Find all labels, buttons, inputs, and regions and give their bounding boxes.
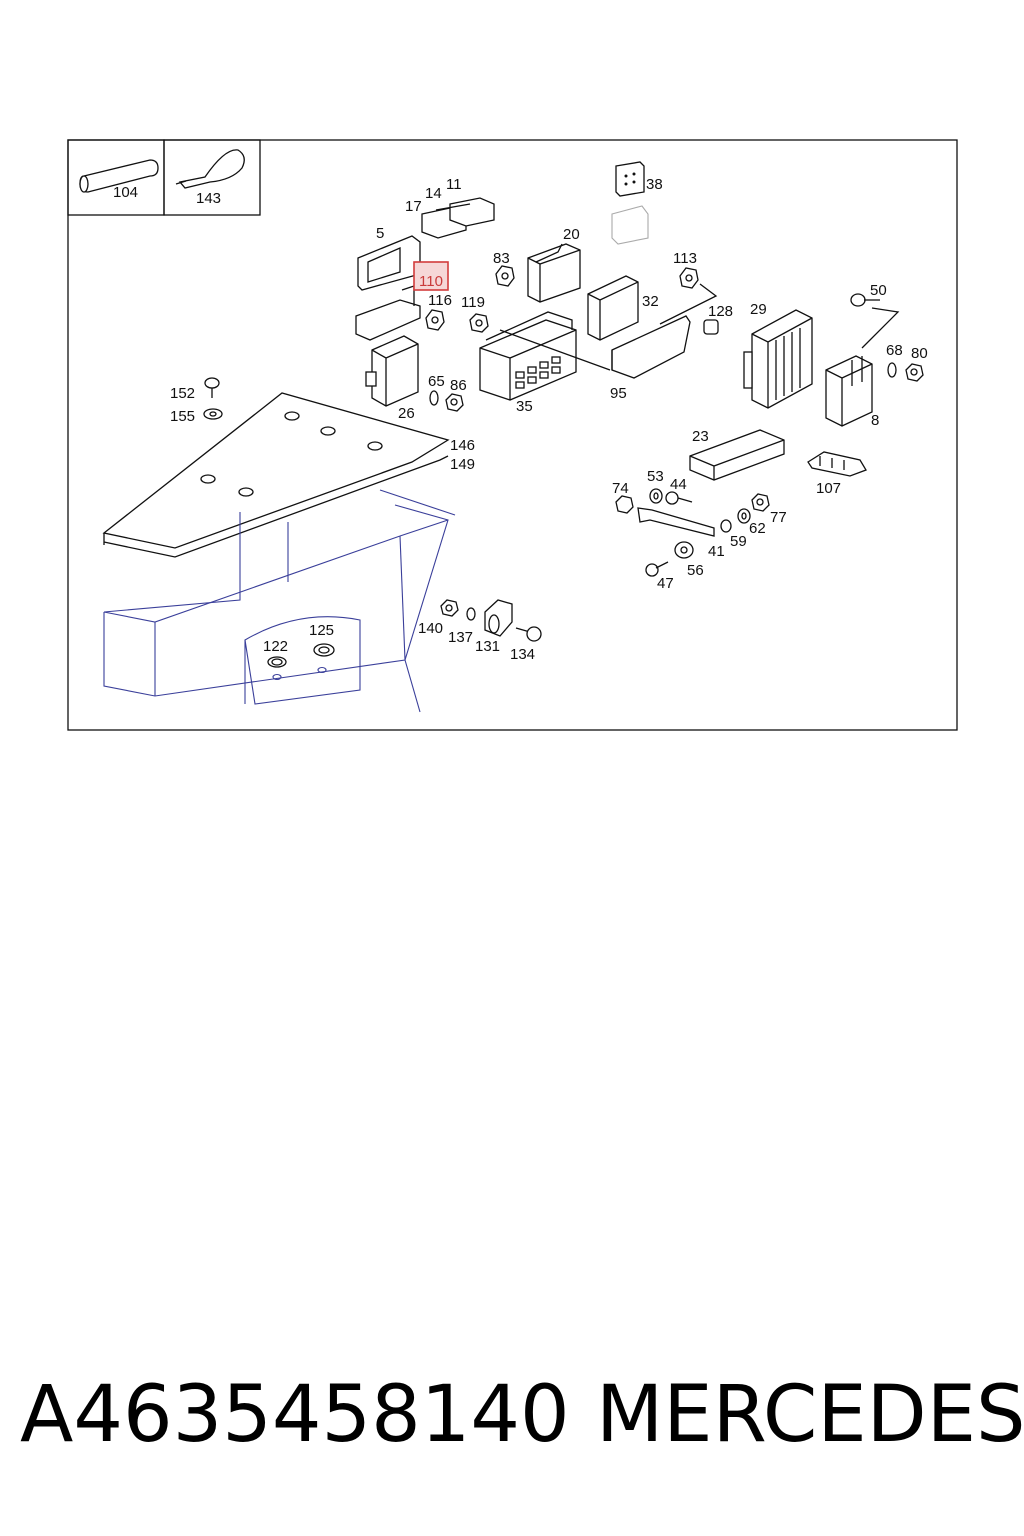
callout-68: 68	[886, 342, 903, 359]
strap-41	[637, 507, 715, 537]
nut-86	[445, 393, 464, 412]
clip-68	[887, 362, 897, 378]
floor-plate	[102, 392, 450, 558]
exploded-view-drawing: 104 143 38 11 14 17 5 110 116 20 83 119 …	[67, 139, 958, 731]
callout-59: 59	[730, 533, 747, 550]
highlight-box-110	[413, 261, 449, 291]
callout-62: 62	[749, 520, 766, 537]
callout-125: 125	[309, 622, 334, 639]
connector-38	[611, 161, 649, 245]
callout-104: 104	[113, 184, 138, 201]
grommet-125	[313, 643, 335, 657]
callout-47: 47	[657, 575, 674, 592]
nut-80	[905, 363, 924, 382]
callout-11: 11	[446, 176, 462, 193]
callout-5: 5	[376, 225, 384, 242]
callout-29: 29	[750, 301, 767, 318]
clamp-131	[484, 599, 513, 637]
callout-131: 131	[475, 638, 500, 655]
screw-74	[615, 495, 634, 514]
washer-56	[674, 541, 694, 559]
module-20	[527, 243, 581, 303]
callout-137: 137	[448, 629, 473, 646]
washer-155	[203, 408, 223, 420]
callout-56: 56	[687, 562, 704, 579]
grommet-122	[267, 656, 287, 668]
callout-155: 155	[170, 408, 195, 425]
callout-32: 32	[642, 293, 659, 310]
washer-62	[737, 508, 751, 524]
callout-23: 23	[692, 428, 709, 445]
callout-14: 14	[425, 185, 442, 202]
callout-107: 107	[816, 480, 841, 497]
nut-116	[425, 309, 445, 331]
nut-113	[659, 267, 718, 325]
callout-35: 35	[516, 398, 533, 415]
brand-name: MERCEDES	[596, 1370, 1024, 1460]
footer-caption: A4635458140 MERCEDES	[0, 1370, 1024, 1470]
callout-77: 77	[770, 509, 787, 526]
callout-116: 116	[428, 292, 452, 309]
callout-119: 119	[461, 294, 485, 311]
callout-143: 143	[196, 190, 221, 207]
callout-50: 50	[870, 282, 887, 299]
callout-110: 110	[419, 273, 443, 290]
module-8	[825, 355, 873, 427]
nut-77	[751, 493, 770, 512]
screw-44	[665, 491, 693, 505]
washer-59	[720, 519, 732, 533]
spacer-128	[703, 319, 719, 335]
inset-box-143	[163, 139, 261, 216]
callout-53: 53	[647, 468, 664, 485]
module-32	[587, 275, 639, 341]
callout-122: 122	[263, 638, 288, 655]
diagram-frame	[67, 139, 958, 731]
control-unit-29	[743, 309, 813, 409]
parts-diagram: 104 143 38 11 14 17 5 110 116 20 83 119 …	[0, 0, 1024, 760]
nut-140	[440, 599, 459, 617]
callout-20: 20	[563, 226, 580, 243]
callout-86: 86	[450, 377, 467, 394]
cable-tie-part	[175, 149, 245, 189]
callout-134: 134	[510, 646, 535, 663]
callout-146: 146	[450, 437, 475, 454]
connector-107	[807, 451, 867, 477]
callout-80: 80	[911, 345, 928, 362]
screw-47	[645, 561, 669, 577]
relay-26	[365, 335, 419, 407]
callout-140: 140	[418, 620, 443, 637]
callout-44: 44	[670, 476, 687, 493]
callout-113: 113	[673, 250, 697, 267]
callout-74: 74	[612, 480, 629, 497]
callout-65: 65	[428, 373, 445, 390]
housing-structure	[103, 489, 456, 713]
callout-41: 41	[708, 543, 725, 560]
nut-83	[495, 265, 515, 287]
fuse-box-35	[479, 311, 611, 401]
callout-26: 26	[398, 405, 415, 422]
bolt-134	[515, 626, 542, 642]
washer-137	[466, 607, 476, 621]
nut-119	[469, 313, 489, 333]
relay-cluster-11-14-17	[421, 197, 495, 239]
callout-8: 8	[871, 412, 879, 429]
bracket-95	[611, 315, 691, 379]
screw-152	[204, 377, 220, 398]
callout-83: 83	[493, 250, 510, 267]
callout-38: 38	[646, 176, 663, 193]
callout-17: 17	[405, 198, 422, 215]
callout-152: 152	[170, 385, 195, 402]
callout-labels: 104 143 38 11 14 17 5 110 116 20 83 119 …	[113, 176, 928, 663]
bolt-50	[850, 293, 900, 349]
part-number: A4635458140	[20, 1370, 570, 1460]
callout-149: 149	[450, 456, 475, 473]
callout-95: 95	[610, 385, 627, 402]
relay-bracket-5	[355, 235, 421, 341]
callout-128: 128	[708, 303, 733, 320]
tube-part	[79, 159, 159, 193]
washer-53	[649, 488, 663, 504]
clip-65	[429, 390, 439, 406]
module-23	[689, 429, 785, 481]
